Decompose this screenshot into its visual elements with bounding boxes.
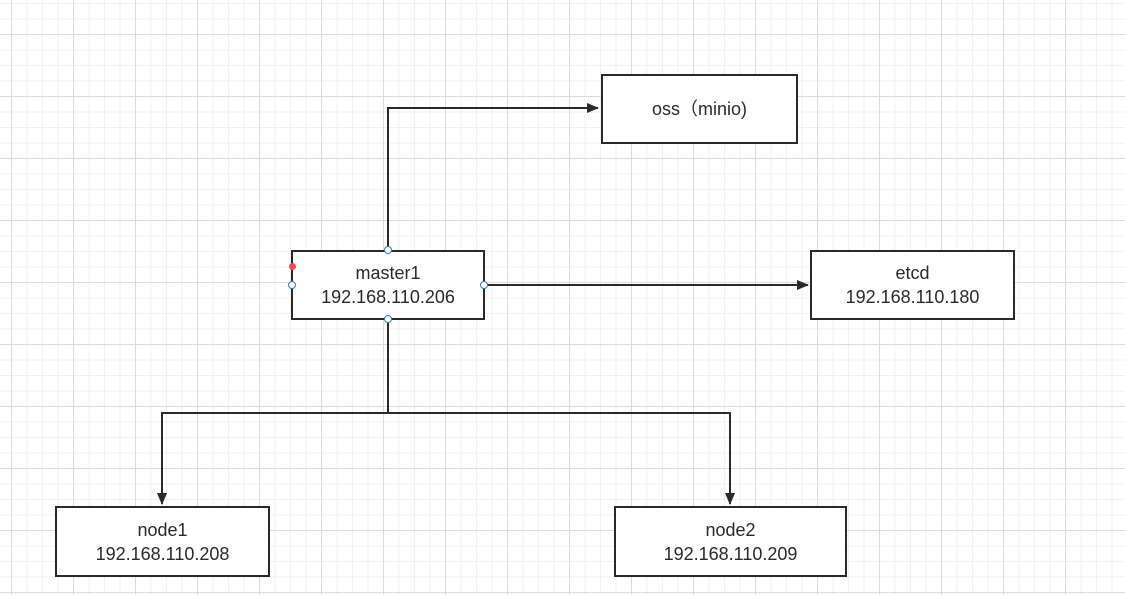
node1-ip: 192.168.110.208 <box>95 543 230 564</box>
node2-name: node2 <box>705 519 756 540</box>
rotate-handle[interactable] <box>289 263 296 270</box>
oss-node[interactable]: oss（minio) <box>601 74 798 144</box>
connection-handle-left[interactable] <box>288 281 296 289</box>
etcd-name: etcd <box>895 263 930 283</box>
node1-node[interactable]: node1 192.168.110.208 <box>55 506 270 577</box>
edge-master1-node1[interactable] <box>157 319 389 505</box>
master1-ip: 192.168.110.206 <box>321 287 455 307</box>
connection-handle-top[interactable] <box>384 246 392 254</box>
master1-name: master1 <box>355 263 421 283</box>
master1-node[interactable]: master1 192.168.110.206 <box>291 250 485 320</box>
etcd-node[interactable]: etcd 192.168.110.180 <box>810 250 1015 320</box>
connection-handle-right[interactable] <box>480 281 488 289</box>
node2-node[interactable]: node2 192.168.110.209 <box>614 506 847 577</box>
edge-master1-oss[interactable] <box>387 103 599 250</box>
oss-label: oss（minio) <box>651 99 748 119</box>
node2-ip: 192.168.110.209 <box>663 543 798 564</box>
node1-name: node1 <box>137 519 188 540</box>
connection-handle-bottom[interactable] <box>384 315 392 323</box>
edge-master1-node2[interactable] <box>388 412 735 505</box>
etcd-ip: 192.168.110.180 <box>845 287 980 307</box>
